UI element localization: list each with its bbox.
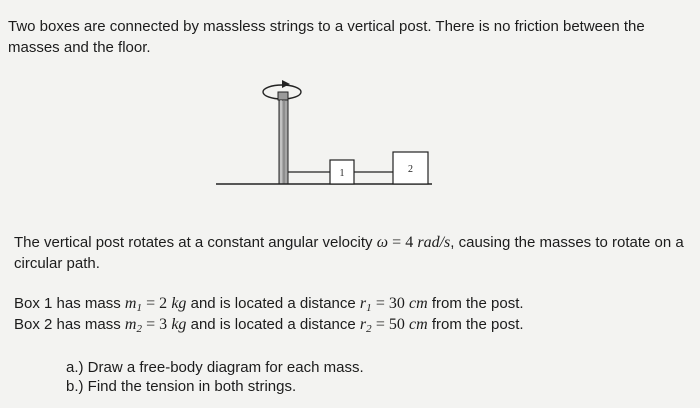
rotation-text-before: The vertical post rotates at a constant … <box>14 234 373 251</box>
box-2-prefix: Box 2 has mass <box>14 316 121 333</box>
rotation-statement: The vertical post rotates at a constant … <box>14 232 684 274</box>
task-b: b.) Find the tension in both strings. <box>66 378 297 395</box>
box-1-prefix: Box 1 has mass <box>14 295 121 312</box>
box-1-statement: Box 1 has mass m1 = 2 kg and is located … <box>14 293 684 319</box>
box-2-dist-value: = 50 <box>375 316 405 333</box>
box-1 <box>329 159 355 185</box>
box-2-mass-symbol: m2 <box>124 316 142 335</box>
box-1-label: 1 <box>340 168 345 179</box>
box-1-dist-unit: cm <box>409 295 428 312</box>
box-1-dist-symbol: r1 <box>359 295 372 314</box>
post-cap <box>277 91 289 101</box>
problem-intro: Two boxes are connected by massless stri… <box>8 18 645 56</box>
box-1-mass-value: = 2 <box>146 295 168 312</box>
omega-value: = 4 <box>392 234 414 251</box>
omega-symbol: ω <box>376 234 388 251</box>
box-1-mass-unit: kg <box>171 295 187 312</box>
box-2-suffix: from the post. <box>431 316 524 333</box>
box-2-mass-value: = 3 <box>146 316 168 333</box>
box-1-suffix: from the post. <box>431 295 524 312</box>
box-2-label: 2 <box>408 164 413 175</box>
box-2-mass-unit: kg <box>171 316 187 333</box>
box-2-dist-symbol: r2 <box>359 316 372 335</box>
task-a: a.) Draw a free-body diagram for each ma… <box>66 359 364 376</box>
rotation-text-after: , causing the masses to rotate on a circ… <box>14 234 684 272</box>
box-2 <box>392 151 429 185</box>
box-2-dist-unit: cm <box>409 316 428 333</box>
box-2-statement: Box 2 has mass m2 = 3 kg and is located … <box>14 314 684 340</box>
box-1-middle: and is located a distance <box>190 295 356 312</box>
box-1-mass-symbol: m1 <box>124 295 142 314</box>
post-boxes-diagram: 1 2 <box>216 80 432 185</box>
box-1-dist-value: = 30 <box>375 295 405 312</box>
rotation-arrowhead-icon <box>282 80 290 88</box>
box-2-middle: and is located a distance <box>190 316 356 333</box>
omega-unit: rad/s <box>417 234 451 251</box>
